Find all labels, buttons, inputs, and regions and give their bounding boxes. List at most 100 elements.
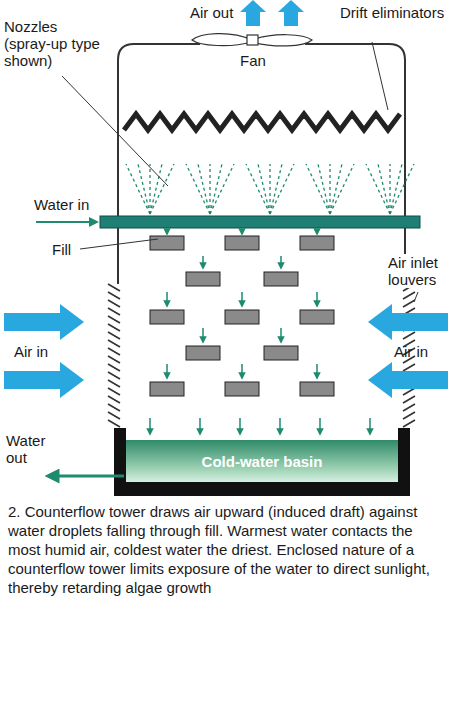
- louver-slat: [403, 388, 415, 395]
- water-drop-arrow: [241, 364, 243, 376]
- spray-line: [138, 164, 150, 214]
- louver-slat: [403, 396, 415, 403]
- fill-block: [225, 382, 259, 396]
- air-out-arrow: [240, 0, 266, 26]
- louver-slat: [108, 356, 120, 363]
- spray-line: [198, 164, 210, 214]
- water-drop-arrow: [279, 418, 281, 432]
- part-label: Air in: [14, 343, 48, 360]
- spray-line: [330, 164, 354, 214]
- spray-line: [126, 164, 150, 214]
- part-label: Fill: [52, 241, 71, 258]
- part-label: Water in: [34, 196, 89, 213]
- water-drop-arrow: [369, 418, 371, 432]
- figure-caption: 2. Counterflow tower draws air upward (i…: [8, 502, 444, 597]
- louver-slat: [108, 420, 120, 427]
- spray-line: [210, 164, 222, 214]
- water-drop-arrow: [202, 256, 204, 266]
- louver-slat: [108, 412, 120, 419]
- air-in-arrow: [4, 362, 84, 398]
- part-label: Air in: [394, 343, 428, 360]
- fill-block: [264, 346, 298, 360]
- fill-block: [300, 382, 334, 396]
- air-in-arrow: [368, 362, 448, 398]
- basin-label: Cold-water basin: [202, 453, 323, 470]
- water-drop-arrow: [166, 292, 168, 304]
- spray-line: [390, 164, 414, 214]
- louver-slat: [108, 308, 120, 315]
- louver-slat: [108, 372, 120, 379]
- water-drop-arrow: [280, 256, 282, 266]
- water-drop-arrow: [319, 418, 321, 432]
- louver-slat: [403, 412, 415, 419]
- water-drop-arrow: [199, 418, 201, 432]
- spray-line: [390, 164, 402, 214]
- spray-line: [258, 164, 270, 214]
- leader-line: [62, 76, 168, 186]
- basin-wall: [114, 428, 410, 496]
- spray-line: [389, 164, 390, 214]
- louver-slat: [403, 292, 415, 299]
- water-drop-arrow: [316, 364, 318, 376]
- part-label: Nozzles (spray-up type shown): [4, 18, 104, 69]
- spray-line: [378, 164, 390, 214]
- spray-line: [318, 164, 330, 214]
- louver-slat: [108, 292, 120, 299]
- fill-block: [300, 310, 334, 324]
- water-in-arrow: [36, 221, 94, 223]
- louver-slat: [108, 284, 120, 291]
- fill-block: [186, 346, 220, 360]
- louver-slat: [108, 380, 120, 387]
- louver-slat: [108, 388, 120, 395]
- air-out-arrow: [278, 0, 304, 26]
- water-drop-arrow: [202, 328, 204, 340]
- fill-block: [150, 310, 184, 324]
- part-label: Fan: [240, 52, 266, 69]
- leader-line: [414, 292, 418, 302]
- drift-eliminator: [124, 114, 400, 130]
- fill-block: [300, 236, 334, 250]
- louver-slat: [403, 332, 415, 339]
- water-drop-arrow: [280, 328, 282, 340]
- louver-slat: [108, 364, 120, 371]
- nozzle-spray: [126, 164, 414, 214]
- part-label: Air out: [190, 4, 233, 21]
- air-inlet-louvers: [108, 284, 415, 427]
- spray-line: [270, 164, 294, 214]
- fill-block: [264, 272, 298, 286]
- spray-line: [330, 164, 342, 214]
- spray-line: [210, 164, 234, 214]
- fill-block: [150, 382, 184, 396]
- spray-line: [306, 164, 330, 214]
- water-drop-arrow: [166, 364, 168, 376]
- part-label: Air inlet louvers: [388, 254, 450, 288]
- louver-slat: [108, 340, 120, 347]
- louver-slat: [108, 404, 120, 411]
- fill-block: [225, 236, 259, 250]
- water-drop-arrow: [239, 418, 241, 432]
- louver-slat: [108, 316, 120, 323]
- louver-slat: [108, 324, 120, 331]
- spray-line: [186, 164, 210, 214]
- water-drop-arrow: [241, 292, 243, 304]
- water-drop-arrow: [149, 418, 151, 432]
- spray-line: [269, 164, 270, 214]
- water-drop-arrow: [241, 230, 243, 232]
- part-label: Water out: [6, 432, 52, 466]
- spray-line: [329, 164, 330, 214]
- water-drop-arrow: [166, 230, 168, 232]
- louver-slat: [403, 300, 415, 307]
- fill-block: [186, 272, 220, 286]
- part-label: Drift eliminators: [340, 4, 448, 21]
- spray-line: [246, 164, 270, 214]
- fill-block: [150, 236, 184, 250]
- louver-slat: [108, 300, 120, 307]
- air-in-arrow: [4, 304, 84, 340]
- fill-blocks: [150, 236, 334, 396]
- water-pipe: [100, 216, 420, 228]
- air-in-arrow: [368, 304, 448, 340]
- spray-line: [270, 164, 282, 214]
- louver-slat: [108, 348, 120, 355]
- spray-line: [149, 164, 150, 214]
